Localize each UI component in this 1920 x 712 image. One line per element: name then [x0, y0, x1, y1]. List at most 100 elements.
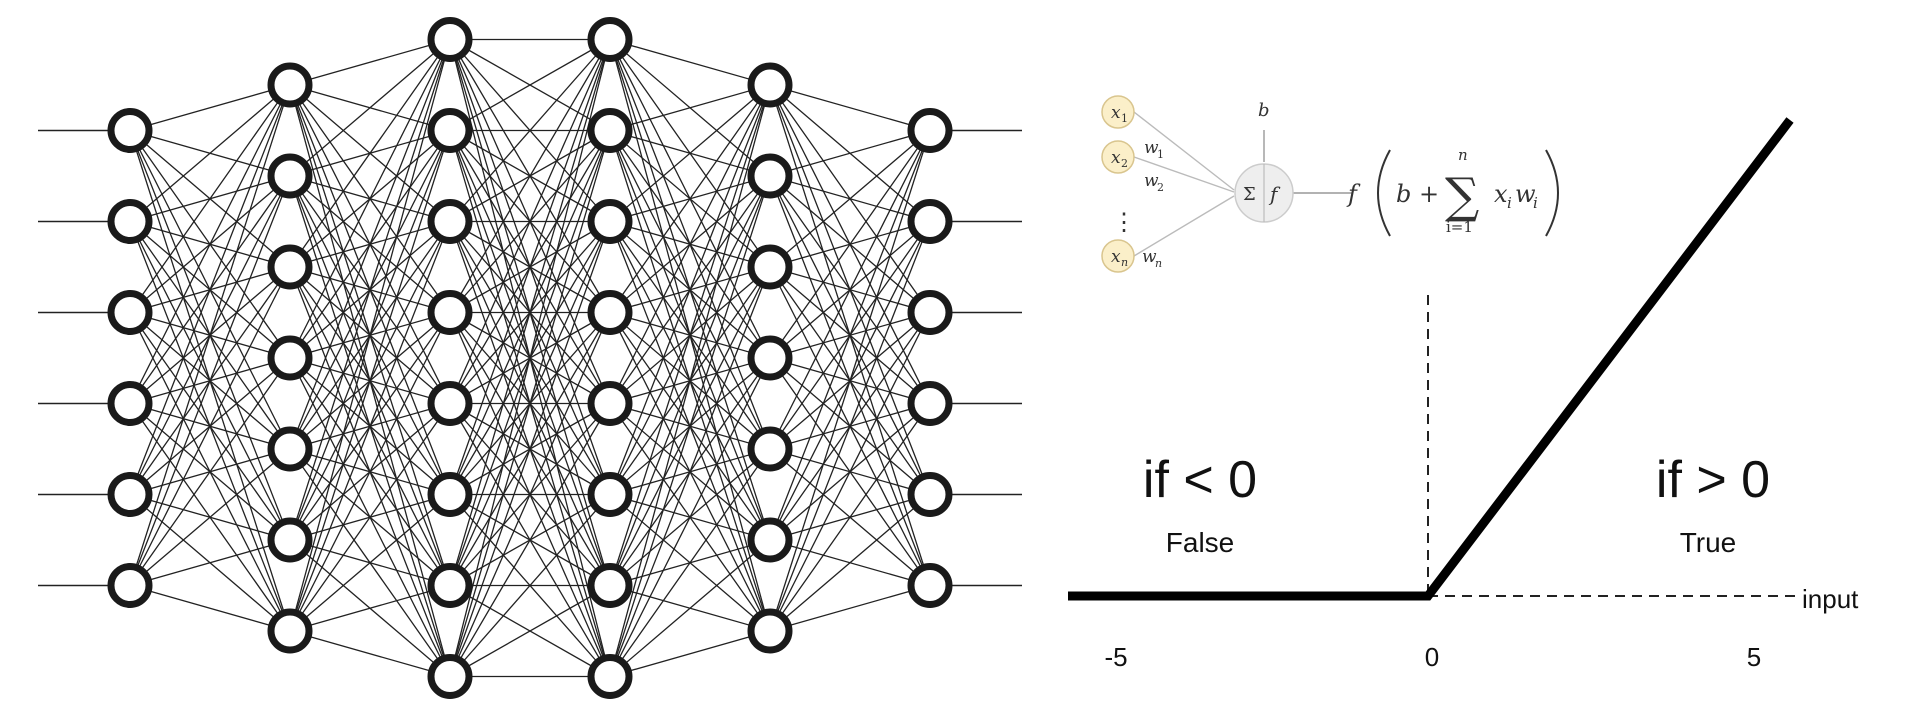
- neuron-layer-1: [107, 199, 153, 244]
- neuron-layer-2: [267, 153, 313, 199]
- input-edge-2: [1133, 156, 1235, 193]
- connection: [129, 84, 291, 404]
- connection: [609, 448, 771, 677]
- connection: [449, 38, 611, 132]
- network-neurons: [107, 17, 953, 699]
- connection: [449, 39, 611, 677]
- weight-label-2: w 2: [1144, 171, 1164, 194]
- neuron-layer-4: [587, 17, 633, 62]
- neuron-layer-4: [587, 563, 633, 608]
- formula-right-paren: [1545, 149, 1559, 237]
- formula-x-subscript: i: [1507, 194, 1512, 212]
- neuron-layer-4: [587, 654, 633, 699]
- tick-label-0: 0: [1425, 642, 1439, 672]
- connection: [449, 39, 611, 495]
- connection: [129, 357, 291, 586]
- connection: [609, 539, 771, 677]
- neural-network-diagram: [38, 17, 1022, 699]
- connection: [769, 130, 931, 632]
- formula-w-subscript: i: [1533, 194, 1538, 212]
- connection: [769, 130, 931, 268]
- connection: [609, 38, 771, 86]
- connection: [609, 84, 771, 132]
- right-condition-label: if > 0: [1656, 451, 1770, 509]
- connection: [609, 266, 771, 677]
- neuron-layer-3: [427, 17, 473, 62]
- formula-bias: b +: [1396, 180, 1439, 208]
- weight-subscript: n: [1155, 257, 1162, 270]
- connection: [769, 129, 931, 177]
- input-symbol: x: [1111, 247, 1121, 267]
- neuron-layer-3: [427, 108, 473, 153]
- connection: [289, 39, 451, 268]
- formula-sigma: ∑: [1445, 168, 1479, 224]
- connection: [609, 84, 771, 495]
- input-symbol: x: [1111, 148, 1121, 168]
- neuron-layer-6: [907, 381, 953, 426]
- input-node-1: x 1: [1101, 95, 1135, 129]
- neuron-diagram: x 1 x 2 ⋮ x n w 1 w 2 w n b: [1101, 95, 1559, 273]
- neuron-layer-6: [907, 290, 953, 335]
- neuron-layer-3: [427, 654, 473, 699]
- neuron-layer-5: [747, 517, 793, 563]
- bias-label: b: [1258, 100, 1270, 121]
- neuron-layer-4: [587, 108, 633, 153]
- neuron-layer-6: [907, 199, 953, 244]
- neuron-layer-6: [907, 563, 953, 608]
- neuron-layer-2: [267, 517, 313, 563]
- neuron-layer-4: [587, 199, 633, 244]
- connection: [449, 221, 611, 677]
- weight-label-n: w n: [1142, 247, 1162, 270]
- connection: [449, 584, 611, 678]
- connection: [609, 84, 771, 404]
- input-subscript: 1: [1121, 112, 1128, 125]
- connection: [289, 584, 451, 632]
- connection: [609, 175, 771, 677]
- connection: [289, 130, 451, 632]
- neuron-layer-5: [747, 244, 793, 290]
- weight-subscript: 1: [1157, 148, 1164, 161]
- neuron-layer-5: [747, 335, 793, 381]
- neuron-layer-1: [107, 563, 153, 608]
- network-connections: [129, 38, 931, 678]
- connection: [129, 175, 291, 586]
- connection: [289, 312, 451, 632]
- left-result-label: False: [1166, 527, 1234, 558]
- connection: [129, 84, 291, 586]
- neuron-layer-5: [747, 62, 793, 108]
- connection: [449, 403, 611, 677]
- connection: [129, 448, 291, 586]
- neuron-layer-4: [587, 381, 633, 426]
- input-subscript: n: [1121, 256, 1128, 269]
- tick-label-neg5: -5: [1104, 642, 1127, 672]
- connection: [449, 39, 611, 222]
- relu-curve: [1068, 117, 1794, 601]
- connection: [449, 494, 611, 677]
- connection: [769, 312, 931, 632]
- connection: [449, 130, 611, 677]
- connection: [609, 84, 771, 222]
- neuron-layer-1: [107, 381, 153, 426]
- connection: [609, 84, 771, 677]
- weight-symbol: w: [1144, 138, 1159, 158]
- neuron-layer-5: [747, 153, 793, 199]
- neuron-layer-2: [267, 608, 313, 654]
- formula-function: f: [1346, 180, 1361, 208]
- neuron-layer-5: [747, 426, 793, 472]
- neuron-layer-4: [587, 290, 633, 335]
- connection: [289, 39, 451, 359]
- weight-symbol: w: [1142, 247, 1157, 267]
- connection: [129, 84, 291, 132]
- connection: [129, 584, 291, 632]
- output-formula: f b + ∑ n i=1 x i w i: [1346, 146, 1559, 237]
- connection: [289, 630, 451, 678]
- connection: [609, 357, 771, 677]
- connection: [769, 130, 931, 541]
- neuron-layer-1: [107, 108, 153, 153]
- weight-symbol: w: [1144, 171, 1159, 191]
- neuron-layer-6: [907, 472, 953, 517]
- formula-w: w: [1515, 180, 1536, 208]
- connection: [769, 494, 931, 632]
- connection: [769, 84, 931, 132]
